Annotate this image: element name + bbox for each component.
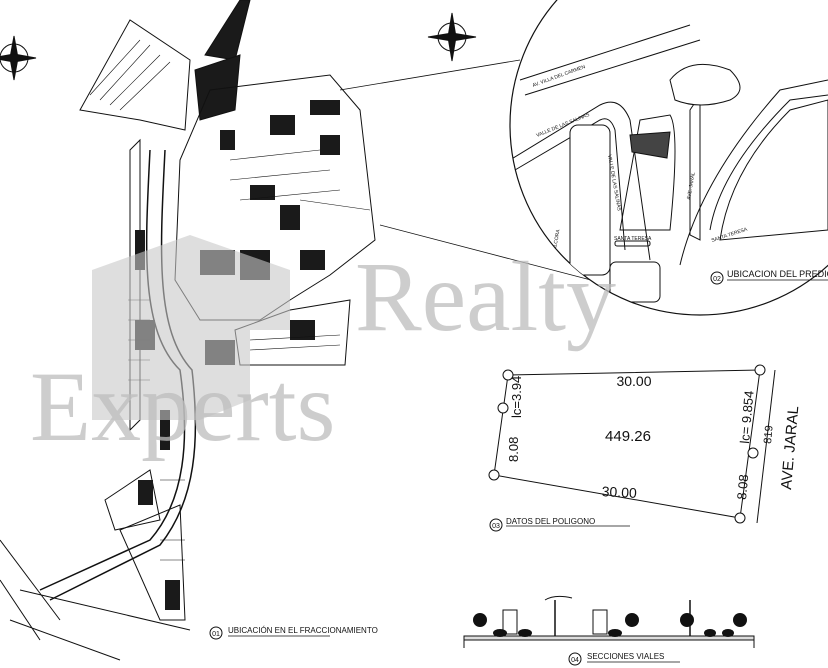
polygon-area: 449.26 — [605, 428, 651, 445]
right-note: 819 — [762, 425, 776, 444]
left-arc-length: lc=3.94 — [509, 376, 524, 418]
street-label: SANTA TERESA — [614, 236, 652, 242]
street-label: AVE. JARAL — [686, 172, 697, 201]
street-label: ALCORA — [552, 228, 562, 250]
watermark: Realty Experts — [30, 235, 616, 462]
road-sections — [463, 595, 755, 648]
watermark-line1: Realty — [355, 241, 616, 352]
right-side-length: 8.08 — [734, 474, 751, 501]
polygon-number: 03 — [492, 523, 500, 530]
plan-number: 01 — [212, 631, 220, 638]
site-location-detail: AV. VILLA DEL CARMEN VALLE DE LAS SALINA… — [509, 0, 828, 316]
north-arrow-icon — [427, 12, 477, 62]
sections-title: SECCIONES VIALES — [587, 652, 664, 661]
plan-title: UBICACIÓN EN EL FRACCIONAMIENTO — [228, 626, 378, 635]
street-name: AVE. JARAL — [778, 405, 802, 490]
polygon-data: 30.00 449.26 30.00 8.08 lc=3.94 8.08 lc=… — [488, 364, 802, 532]
top-side-length: 30.00 — [616, 373, 651, 389]
detail-number: 02 — [713, 276, 721, 283]
left-side-length: 8.08 — [506, 437, 521, 462]
polygon-title: DATOS DEL POLIGONO — [506, 517, 595, 526]
detail-title: UBICACION DEL PREDIO — [727, 269, 828, 279]
watermark-line2: Experts — [30, 351, 335, 462]
right-arc-length: lc= 9.854 — [737, 390, 757, 444]
house-logo-icon — [92, 235, 290, 420]
bottom-side-length: 30.00 — [601, 483, 637, 501]
sections-number: 04 — [571, 657, 579, 664]
north-arrow-icon — [0, 35, 37, 81]
